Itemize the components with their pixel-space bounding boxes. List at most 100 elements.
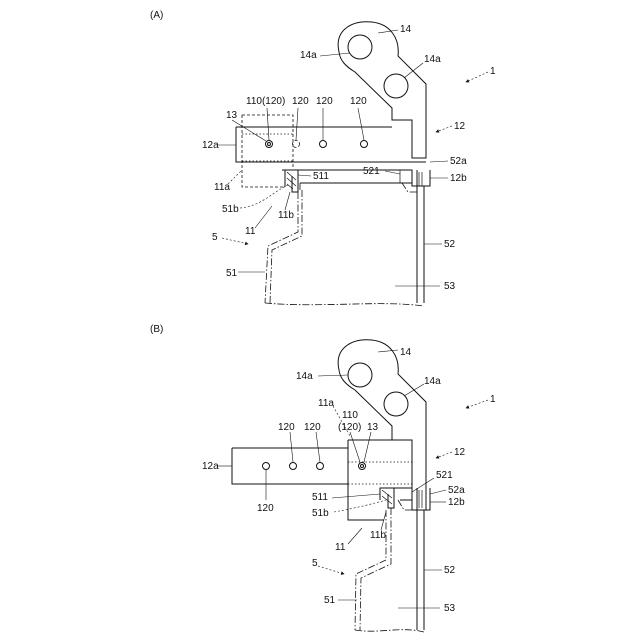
ref-12a: 12a bbox=[202, 140, 219, 151]
ref-53: 53 bbox=[444, 281, 456, 292]
ref-14: 14 bbox=[400, 24, 412, 35]
lead-511 bbox=[332, 494, 380, 498]
ref-11a: 11a bbox=[214, 182, 230, 193]
ref-120-c: 120 bbox=[257, 503, 274, 514]
lead-110 bbox=[350, 432, 360, 462]
hole-110-inner bbox=[361, 465, 364, 468]
lead-51b bbox=[240, 184, 290, 208]
element-5-base bbox=[265, 303, 424, 306]
lead-521 bbox=[412, 478, 434, 492]
lead-11b bbox=[285, 192, 290, 210]
ref-11b: 11b bbox=[278, 210, 294, 221]
ref-12: 12 bbox=[454, 121, 466, 132]
panel-b-label: (B) bbox=[150, 324, 163, 335]
bracket-14 bbox=[338, 22, 426, 158]
lead-14a-l bbox=[320, 53, 350, 56]
hook-511-hatch bbox=[382, 490, 392, 504]
ref-120-b: 120 bbox=[304, 422, 321, 433]
arrow-12 bbox=[436, 126, 452, 132]
element-5-lower-flange bbox=[398, 500, 417, 510]
rail-521 bbox=[282, 170, 412, 183]
lead-11b bbox=[381, 512, 386, 530]
panel-a-label: (A) bbox=[150, 10, 163, 21]
ref-120-c: 120 bbox=[350, 96, 367, 107]
ref-14a-left: 14a bbox=[300, 50, 317, 61]
ref-12b: 12b bbox=[448, 497, 465, 508]
hole-14a-upper bbox=[348, 363, 372, 387]
arrow-1 bbox=[466, 400, 488, 408]
ref-52: 52 bbox=[444, 565, 456, 576]
ref-521: 521 bbox=[363, 166, 380, 177]
lead-120a bbox=[296, 108, 298, 140]
lead-120a bbox=[290, 432, 293, 462]
ref-12: 12 bbox=[454, 447, 466, 458]
element-5-lower-flange bbox=[300, 183, 417, 192]
ref-120-a: 120 bbox=[278, 422, 295, 433]
ref-52a: 52a bbox=[448, 485, 465, 496]
ref-1: 1 bbox=[490, 66, 496, 77]
lead-110 bbox=[267, 108, 269, 140]
lead-120c bbox=[358, 108, 364, 140]
rail-521 bbox=[394, 488, 412, 500]
ref-11a: 11a bbox=[318, 398, 334, 409]
hole-110-inner bbox=[268, 143, 271, 146]
ref-120-paren: (120) bbox=[338, 422, 361, 433]
lead-11a bbox=[228, 170, 242, 184]
ref-14a-right: 14a bbox=[424, 54, 441, 65]
arrow-5 bbox=[222, 238, 248, 244]
lead-14 bbox=[378, 350, 398, 352]
arrow-12 bbox=[436, 452, 452, 458]
ref-521: 521 bbox=[436, 470, 453, 481]
hole-120-2 bbox=[320, 141, 327, 148]
ref-11: 11 bbox=[245, 226, 256, 237]
ref-12b: 12b bbox=[450, 173, 467, 184]
ref-51: 51 bbox=[226, 268, 238, 279]
ref-51b: 51b bbox=[312, 508, 329, 519]
hole-120-3 bbox=[317, 463, 324, 470]
lead-511 bbox=[298, 175, 311, 176]
lead-11 bbox=[348, 528, 362, 544]
ref-53: 53 bbox=[444, 603, 456, 614]
plate-12a bbox=[236, 127, 392, 162]
element-5-base bbox=[355, 630, 424, 632]
hole-120-1 bbox=[293, 141, 300, 148]
arrow-5 bbox=[318, 566, 344, 574]
ref-511: 511 bbox=[312, 492, 328, 503]
lead-14 bbox=[378, 30, 398, 33]
ref-11b: 11b bbox=[370, 530, 386, 541]
ref-120-b: 120 bbox=[316, 96, 333, 107]
ref-12a: 12a bbox=[202, 461, 219, 472]
lead-14a-l bbox=[318, 375, 348, 376]
lead-52a bbox=[430, 490, 446, 494]
ref-11: 11 bbox=[335, 542, 346, 553]
ref-110-120: 110(120) bbox=[246, 96, 285, 107]
ref-52: 52 bbox=[444, 239, 456, 250]
lead-13 bbox=[364, 432, 371, 462]
hole-110 bbox=[359, 463, 366, 470]
ref-51: 51 bbox=[324, 595, 336, 606]
ref-14a-left: 14a bbox=[296, 371, 313, 382]
lead-11 bbox=[255, 206, 272, 228]
ref-120-a: 120 bbox=[292, 96, 309, 107]
hole-110 bbox=[266, 141, 273, 148]
ref-110: 110 bbox=[342, 410, 358, 421]
hole-120-1 bbox=[263, 463, 270, 470]
hole-120-3 bbox=[361, 141, 368, 148]
hole-14a-upper bbox=[348, 35, 372, 59]
ref-13: 13 bbox=[226, 110, 238, 121]
panel-b: (B) bbox=[150, 324, 496, 632]
ref-13: 13 bbox=[367, 422, 379, 433]
wall-52-hatch bbox=[419, 172, 422, 186]
ref-5: 5 bbox=[212, 232, 218, 243]
lead-51b bbox=[334, 500, 386, 512]
ref-14a-right: 14a bbox=[424, 376, 441, 387]
ref-511: 511 bbox=[313, 171, 329, 182]
ref-51b: 51b bbox=[222, 204, 239, 215]
panel-a: (A) bbox=[150, 10, 496, 306]
ref-52a: 52a bbox=[450, 156, 467, 167]
lead-120b bbox=[316, 432, 320, 462]
ref-14: 14 bbox=[400, 347, 412, 358]
hook-511 bbox=[285, 170, 298, 192]
ref-1: 1 bbox=[490, 394, 496, 405]
